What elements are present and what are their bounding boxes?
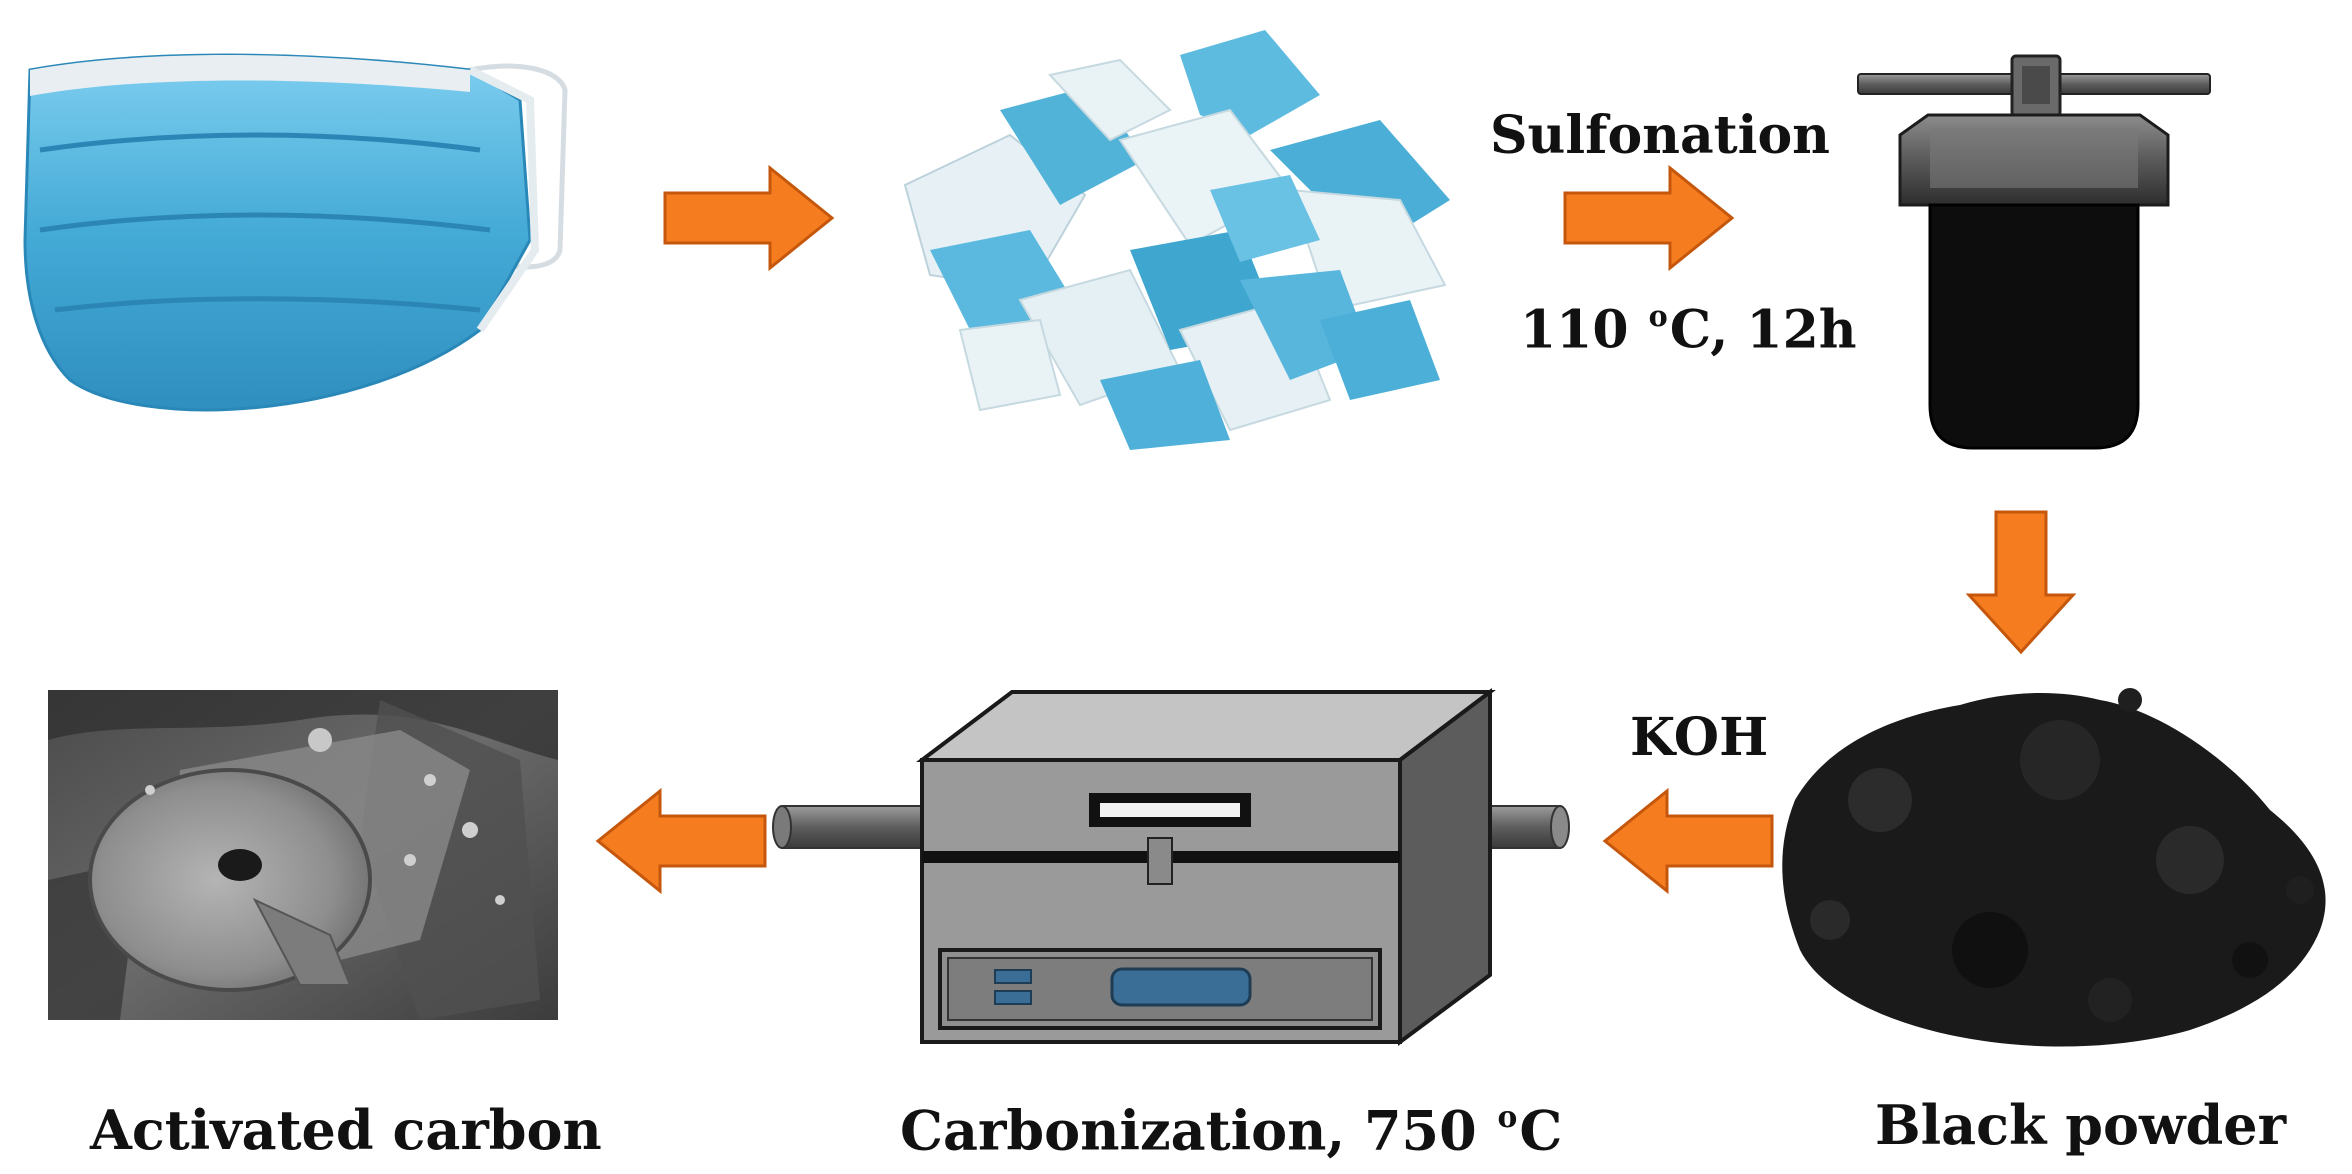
arrow-left-2: [595, 787, 767, 895]
arrow-right-2: [1563, 164, 1735, 272]
sulfonation-temp: 110: [1520, 299, 1629, 361]
tube-furnace-icon: [772, 687, 1570, 1046]
caption-carbonization: Carbonization, 750 oC: [900, 1100, 1562, 1158]
caption-black-powder: Black powder: [1875, 1093, 2287, 1157]
arrow-down: [1965, 510, 2077, 655]
step-label-sulfonation-condition: 110 oC, 12h: [1520, 302, 1857, 356]
carbonization-rest: C: [1519, 1098, 1563, 1163]
shredded-mask-icon: [903, 30, 1450, 450]
face-mask-icon: [23, 53, 568, 412]
step-label-koh: KOH: [1630, 707, 1769, 768]
degree-symbol: o: [1648, 299, 1668, 333]
carbonization-text: Carbonization, 750: [900, 1098, 1477, 1163]
reactor-vessel-icon: [1857, 54, 2211, 450]
degree-symbol: o: [1497, 1100, 1518, 1135]
arrow-right-1: [663, 164, 835, 272]
caption-activated-carbon: Activated carbon: [90, 1098, 602, 1162]
black-powder-icon: [1782, 688, 2326, 1047]
sulfonation-rest: C, 12h: [1669, 299, 1857, 361]
sem-image-icon: [48, 690, 558, 1020]
step-label-sulfonation: Sulfonation: [1490, 105, 1830, 166]
arrow-left-1: [1602, 787, 1774, 895]
